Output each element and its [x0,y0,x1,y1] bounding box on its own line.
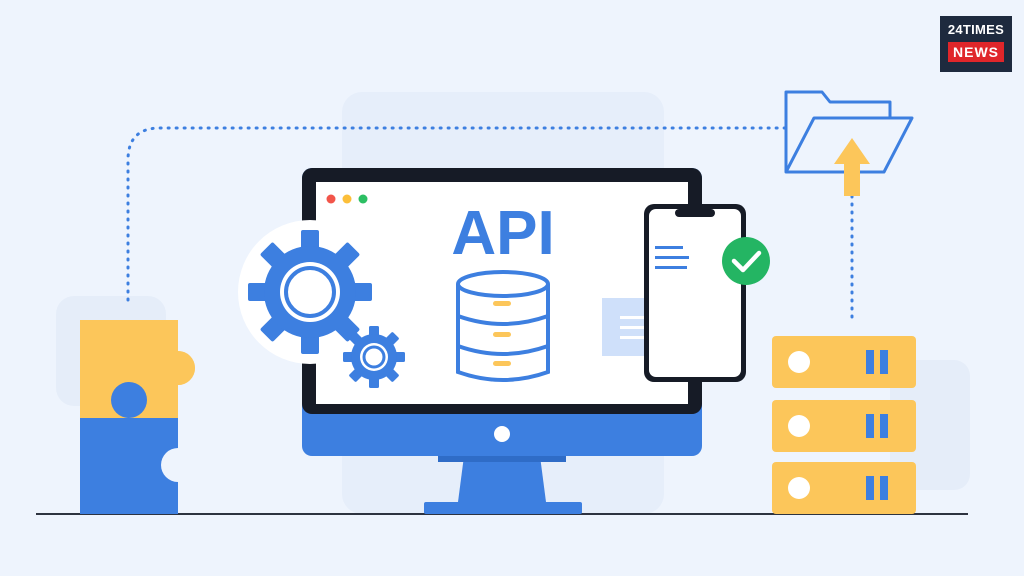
gear-icon [238,220,382,364]
logo-line-2: NEWS [948,42,1004,62]
dotted-connector [126,126,854,324]
window-maximize-dot [358,194,368,204]
check-icon [722,237,770,285]
upload-arrow-icon [834,138,870,196]
smartphone-icon [644,204,746,382]
database-icon [456,270,550,382]
window-close-dot [326,194,336,204]
logo-line-1: 24TIMES [947,22,1005,37]
screen-heading: API [451,199,554,268]
puzzle-icon [80,320,195,514]
gear-icon [343,326,405,388]
window-minimize-dot [342,194,352,204]
server-icon [772,336,916,514]
news-logo: 24TIMES NEWS [940,16,1012,72]
